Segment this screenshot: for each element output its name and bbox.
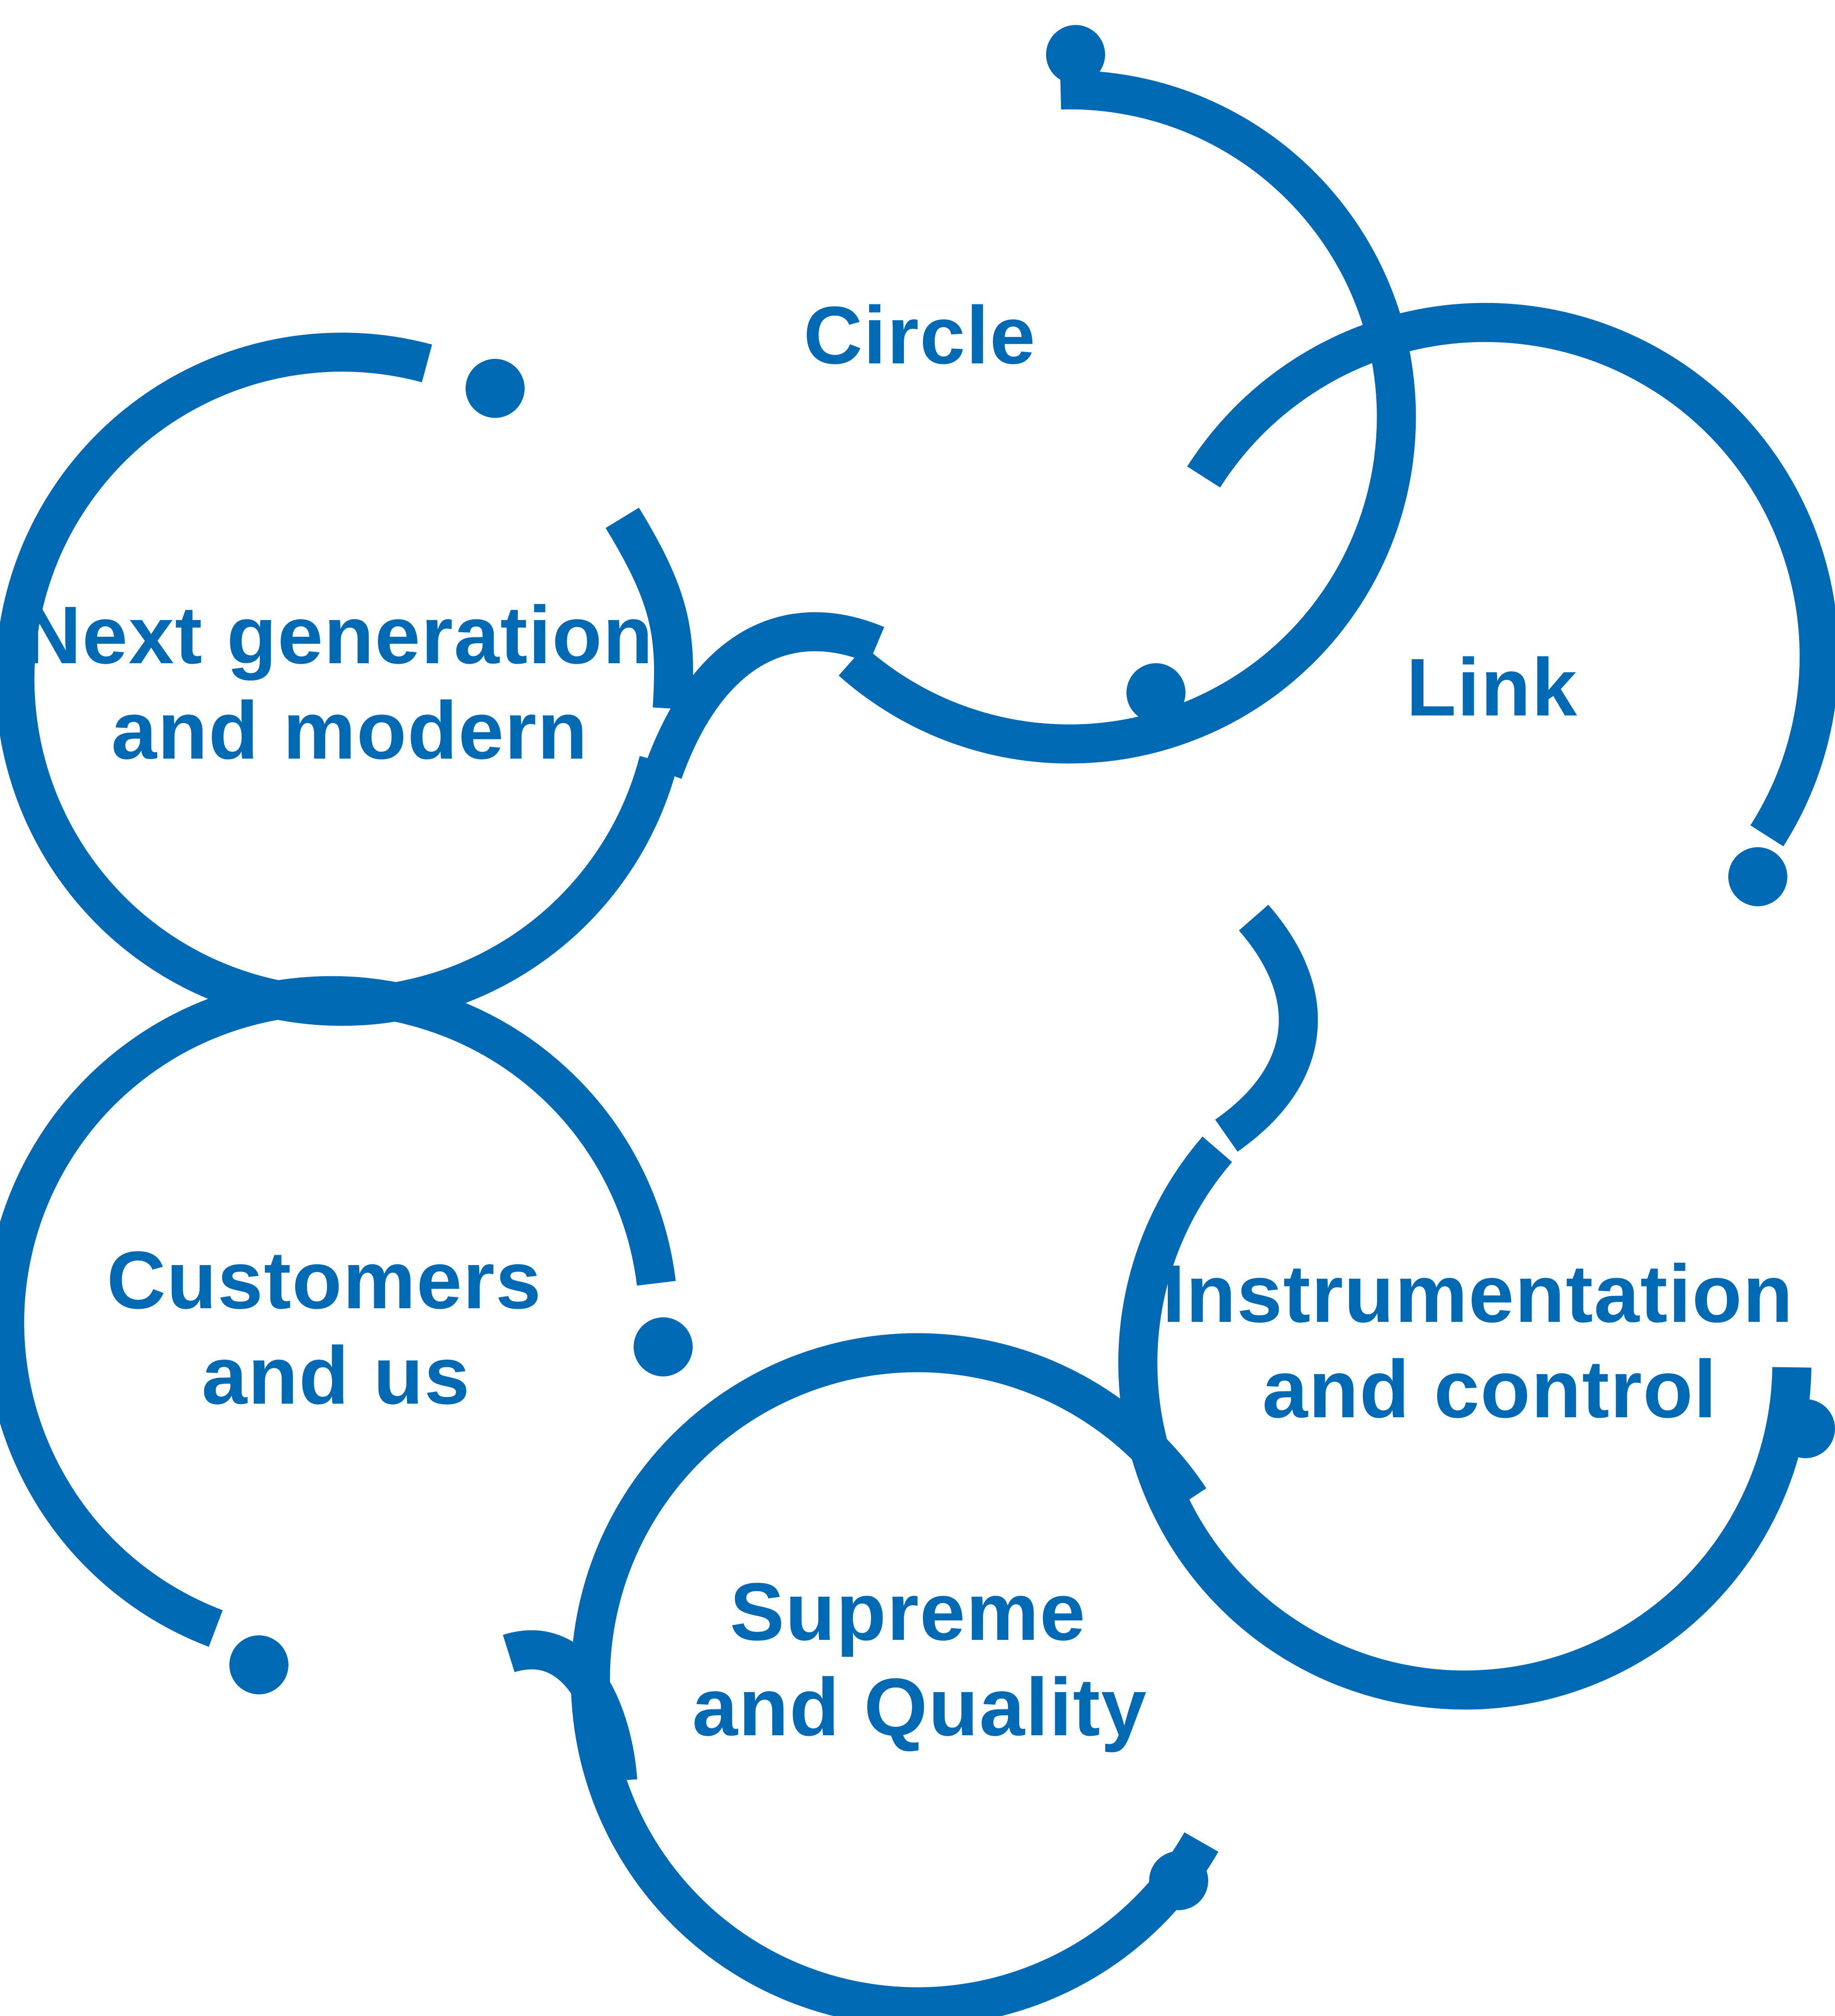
node-label-line: and control (1262, 1344, 1717, 1435)
node-customers: Customers and us (0, 976, 693, 1694)
node-next-generation: Next generation and modern (0, 333, 678, 1026)
connector-next-to-circle (645, 612, 884, 779)
ring-circle (838, 70, 1416, 764)
node-label-line: Next generation (22, 590, 654, 681)
node-label-line: Supreme (730, 1566, 1086, 1658)
node-label-next-generation: Next generation and modern (22, 590, 677, 776)
ring-end-dot (1776, 1399, 1835, 1458)
node-label-circle: Circle (803, 290, 1036, 381)
connector-link-to-instrumentation (1215, 904, 1318, 1152)
ring-end-dot (466, 359, 525, 418)
ring-end-dot (1046, 25, 1105, 84)
node-instrumentation: Instrumentation and control (1118, 1136, 1835, 1710)
node-label-line: Customers (107, 1235, 542, 1326)
ring-end-dot (1728, 847, 1787, 906)
connectors (503, 507, 1318, 1783)
ring-link (1187, 303, 1835, 847)
node-label-supreme: Supreme and Quality (692, 1566, 1147, 1753)
node-label-line: and us (202, 1330, 471, 1421)
ring-end-dot (1126, 663, 1185, 722)
ring-instrumentation (1118, 1136, 1811, 1710)
node-label-line: Circle (803, 290, 1036, 381)
node-circle: Circle (803, 25, 1416, 764)
ring-end-dot (229, 1635, 288, 1694)
connector-circle-inner (605, 507, 693, 710)
node-label-line: Link (1406, 642, 1578, 733)
node-label-customers: Customers and us (107, 1235, 565, 1421)
node-link: Link (1126, 303, 1835, 906)
node-label-line: and modern (111, 685, 588, 776)
node-label-link: Link (1406, 642, 1578, 733)
ring-end-dot (634, 1317, 693, 1376)
ring-customers (0, 976, 676, 1647)
node-label-line: Instrumentation (1162, 1248, 1794, 1340)
ring-next-generation (0, 333, 678, 1026)
node-label-instrumentation: Instrumentation and control (1162, 1248, 1817, 1435)
connector-customers-to-supreme (503, 1630, 637, 1783)
ring-end-dot (1149, 1851, 1208, 1910)
node-label-line: and Quality (692, 1662, 1147, 1753)
